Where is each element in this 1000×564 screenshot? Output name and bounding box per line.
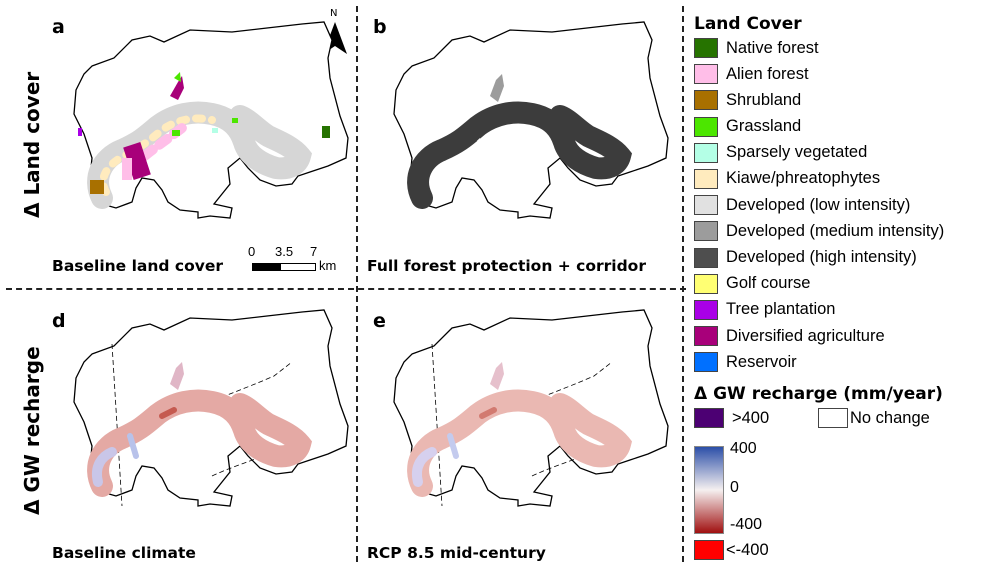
land-cover-legend-title: Land Cover	[694, 14, 802, 34]
map-forest-protection	[393, 21, 669, 219]
caption-b: Full forest protection + corridor	[367, 257, 646, 275]
agriculture-patch	[123, 142, 151, 180]
land-cover-legend-item: Kiawe/phreatophytes	[694, 167, 994, 191]
land-cover-legend-item: Reservoir	[694, 350, 994, 374]
land-cover-legend-item: Sparsely vegetated	[694, 141, 994, 165]
legend-label: Kiawe/phreatophytes	[726, 169, 881, 188]
panel-label-a: a	[52, 16, 65, 38]
recharge-below-swatch	[694, 540, 724, 560]
legend-swatch	[694, 38, 718, 58]
recharge-below-label: <-400	[726, 540, 769, 559]
vertical-divider	[356, 6, 358, 562]
land-cover-legend-item: Diversified agriculture	[694, 324, 994, 348]
land-cover-legend-item: Grassland	[694, 115, 994, 139]
row-label-gw-recharge: Δ GW recharge	[20, 346, 44, 515]
gradient-bottom-label: -400	[730, 516, 763, 533]
legend-label: Reservoir	[726, 352, 797, 371]
legend-label: Sparsely vegetated	[726, 143, 868, 162]
legend-swatch	[694, 168, 718, 189]
map-baseline-land-cover	[73, 21, 349, 219]
panel-label-e: e	[373, 310, 386, 332]
recharge-gradient	[694, 446, 724, 534]
recharge-above-item: >400	[694, 408, 769, 428]
north-label: N	[330, 8, 338, 19]
caption-d: Baseline climate	[52, 544, 196, 562]
scale-tick-1: 3.5	[275, 244, 294, 259]
scale-bar-white	[280, 263, 316, 271]
gradient-mid-label: 0	[730, 479, 739, 496]
land-cover-legend-item: Golf course	[694, 272, 994, 296]
legend-swatch	[694, 326, 718, 347]
legend-swatch	[694, 352, 718, 373]
no-change-swatch	[818, 408, 848, 428]
scale-tick-2: 7	[310, 244, 318, 259]
caption-e: RCP 8.5 mid-century	[367, 544, 546, 562]
caption-a: Baseline land cover	[52, 257, 223, 275]
row-label-land-cover: Δ Land cover	[20, 71, 44, 218]
scale-unit: km	[319, 258, 337, 273]
legend-swatch	[694, 247, 718, 268]
legend-swatch	[694, 90, 718, 111]
legend-label: Developed (medium intensity)	[726, 221, 945, 240]
legend-swatch	[694, 142, 718, 163]
legend-label: Native forest	[726, 38, 819, 57]
land-cover-legend-item: Developed (low intensity)	[694, 193, 994, 217]
no-change-item: No change	[818, 408, 930, 428]
gradient-top-label: 400	[730, 440, 757, 457]
legend-label: Shrubland	[726, 90, 802, 109]
recharge-above-swatch	[694, 408, 724, 428]
land-cover-legend-item: Shrubland	[694, 88, 994, 112]
legend-swatch	[694, 299, 718, 320]
corridor-high-intensity	[407, 101, 632, 209]
legend-swatch	[694, 221, 718, 242]
scale-bar: 0 3.5 7 km	[244, 244, 354, 278]
legend-label: Alien forest	[726, 64, 809, 83]
recharge-below-item: <-400	[694, 540, 769, 560]
legend-label: Developed (low intensity)	[726, 195, 911, 214]
legend-label: Grassland	[726, 117, 802, 136]
map-baseline-climate	[73, 309, 349, 507]
land-cover-legend-item: Native forest	[694, 36, 994, 60]
upland-patch	[170, 76, 184, 100]
legend-swatch	[694, 64, 718, 85]
legend-label: Developed (high intensity)	[726, 248, 917, 266]
legend-divider	[682, 6, 684, 562]
land-cover-legend-item: Developed (medium intensity)	[694, 219, 994, 243]
horizontal-divider	[6, 288, 686, 290]
legend-label: Golf course	[726, 274, 811, 293]
land-cover-legend-item: Developed (high intensity)	[694, 246, 994, 270]
upland-medium-intensity	[490, 74, 504, 102]
panel-label-b: b	[373, 16, 387, 38]
panel-label-d: d	[52, 310, 66, 332]
recharge-above-label: >400	[732, 408, 770, 427]
recharge-legend-title: Δ GW recharge (mm/year)	[694, 384, 943, 404]
legend-swatch	[694, 116, 718, 137]
legend-label: Diversified agriculture	[726, 326, 885, 345]
scale-bar-black	[252, 263, 282, 271]
scale-tick-0: 0	[248, 244, 256, 259]
map-rcp85-midcentury	[393, 309, 669, 507]
no-change-label: No change	[850, 408, 930, 427]
legend-swatch	[694, 195, 718, 216]
legend-label: Tree plantation	[726, 300, 836, 319]
land-cover-legend-item: Alien forest	[694, 62, 994, 86]
legend-swatch	[694, 273, 718, 294]
land-cover-legend-item: Tree plantation	[694, 298, 994, 322]
